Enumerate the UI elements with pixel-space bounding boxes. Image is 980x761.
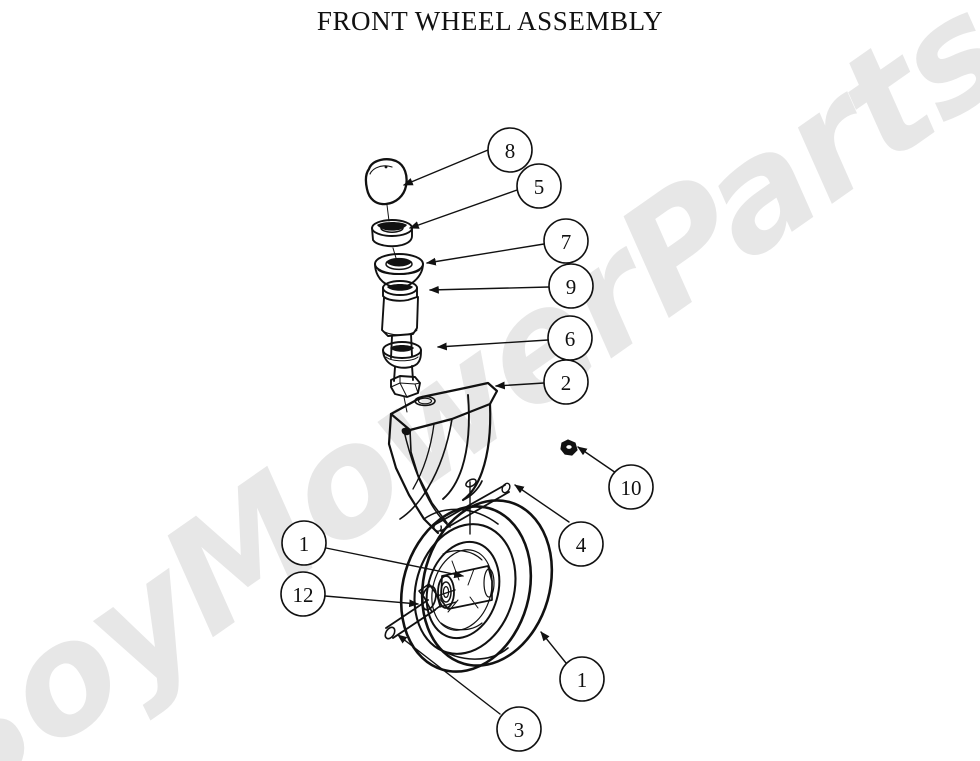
callout-label-1b: 1 [577, 668, 588, 692]
callout-circle-3[interactable] [496, 706, 542, 752]
part-lock-nut [560, 439, 578, 456]
leader-5 [409, 189, 518, 229]
leader-2 [495, 381, 545, 390]
callout-numbers: 8 5 7 9 6 2 10 4 1 12 1 3 [293, 139, 642, 742]
callout-bubbles [280, 127, 654, 752]
leader-10 [577, 446, 617, 474]
part-top-washer [371, 219, 413, 248]
callout-circle-10[interactable] [608, 464, 654, 510]
leader-9 [429, 285, 550, 294]
callout-label-5: 5 [534, 175, 545, 199]
part-hex-nut [390, 375, 421, 398]
part-axle-shaft [384, 583, 457, 640]
page-title: FRONT WHEEL ASSEMBLY [316, 6, 664, 36]
callout-label-9: 9 [566, 275, 577, 299]
callout-label-2: 2 [561, 371, 572, 395]
leader-6 [437, 339, 549, 351]
callout-circle-5[interactable] [516, 163, 562, 209]
callout-label-8: 8 [505, 139, 516, 163]
part-lower-bearing [382, 341, 422, 382]
part-spindle-shaft [381, 280, 419, 359]
leader-3 [397, 634, 501, 715]
leader-7 [426, 243, 545, 266]
callout-label-10: 10 [621, 476, 642, 500]
leader-lines [324, 149, 617, 715]
part-fork-bracket [387, 381, 511, 535]
callout-label-4: 4 [576, 533, 587, 557]
callout-circle-12[interactable] [280, 571, 326, 617]
callout-label-3: 3 [514, 718, 525, 742]
leader-1-rim [325, 547, 464, 579]
callout-label-1: 1 [299, 532, 310, 556]
part-wheel-and-tire [399, 499, 554, 673]
leader-12 [324, 595, 419, 608]
callout-label-7: 7 [561, 230, 572, 254]
part-dust-cap [364, 158, 408, 206]
callout-circle-1b[interactable] [559, 656, 605, 702]
leader-4 [514, 484, 570, 523]
leader-1-tire [540, 631, 567, 664]
callout-circle-8[interactable] [487, 127, 533, 173]
callout-circle-1[interactable] [281, 520, 327, 566]
callout-circle-4[interactable] [558, 521, 604, 567]
callout-label-6: 6 [565, 327, 576, 351]
callout-circle-2[interactable] [543, 359, 589, 405]
callout-label-12: 12 [293, 583, 314, 607]
callout-circle-9[interactable] [548, 263, 594, 309]
callout-circle-7[interactable] [543, 218, 589, 264]
leader-8 [403, 149, 489, 186]
part-upper-bearing [374, 253, 424, 289]
